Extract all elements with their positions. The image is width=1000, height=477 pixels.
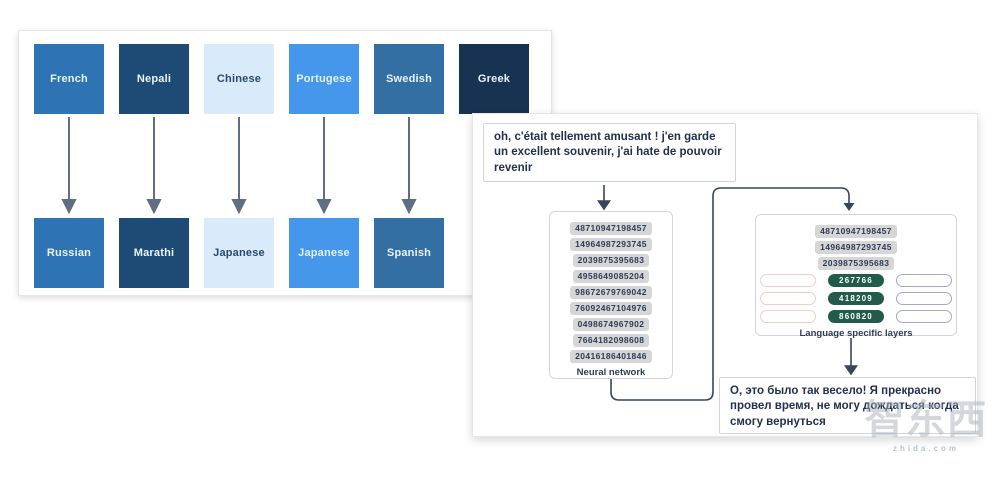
language-layers-box: 48710947198457 14964987293745 2039875395… — [755, 214, 957, 339]
inactive-layer-pill-right — [896, 309, 952, 323]
lang-label: French — [50, 73, 88, 85]
embedding-value: 98672679769042 — [570, 285, 652, 299]
embedding-value: 7664182098608 — [572, 333, 650, 347]
lang-box-greek: Greek — [459, 44, 529, 114]
inactive-layer-pill-right — [896, 291, 952, 305]
inactive-layer-pill-left — [760, 273, 816, 287]
lang-box-french: French — [34, 44, 104, 114]
embedding-value: 0498674967902 — [572, 317, 650, 331]
lang-box-japanese-light: Japanese — [204, 218, 274, 288]
neural-network-box: 48710947198457 14964987293745 2039875395… — [549, 211, 673, 379]
active-layer-pill: 860820 — [828, 309, 884, 323]
lang-box-swedish: Swedish — [374, 44, 444, 114]
watermark: 智东西 zhida.com — [852, 398, 1000, 453]
lang-label: Greek — [477, 73, 511, 85]
watermark-site: zhida.com — [892, 444, 960, 453]
layer-row: 860820 — [756, 309, 956, 323]
lang-box-chinese: Chinese — [204, 44, 274, 114]
lang-label: Chinese — [216, 73, 262, 85]
embedding-value: 48710947198457 — [570, 221, 652, 235]
source-text-bubble: oh, c'était tellement amusant ! j'en gar… — [483, 123, 736, 182]
lang-label: Portugese — [296, 73, 352, 85]
lang-box-spanish: Spanish — [374, 218, 444, 288]
lang-label: Nepali — [136, 73, 172, 85]
lang-label: Marathi — [133, 247, 175, 259]
translated-text-bubble: О, это было так весело! Я прекрасно пров… — [719, 377, 976, 434]
lang-box-nepali: Nepali — [119, 44, 189, 114]
lang-label: Russian — [46, 247, 92, 259]
watermark-logo: 智东西 — [864, 397, 988, 443]
embedding-value: 48710947198457 — [815, 224, 897, 238]
lang-label: Japanese — [298, 247, 350, 259]
lang-box-portugese: Portugese — [289, 44, 359, 114]
layer-row: 418209 — [756, 291, 956, 305]
lang-label: Spanish — [386, 247, 432, 259]
inactive-layer-pill-right — [896, 273, 952, 287]
inactive-layer-pill-left — [760, 291, 816, 305]
language-layers-label: Language specific layers — [799, 328, 913, 339]
lang-label: Japanese — [213, 247, 265, 259]
translation-flow-panel: oh, c'était tellement amusant ! j'en gar… — [472, 113, 978, 437]
neural-network-label: Neural network — [576, 367, 646, 378]
embedding-value: 14964987293745 — [570, 237, 652, 251]
embedding-value: 20416186401846 — [570, 349, 652, 363]
active-layer-pill: 418209 — [828, 291, 884, 305]
active-layer-pill: 267766 — [828, 273, 884, 287]
lang-label: Swedish — [385, 73, 433, 85]
embedding-value: 14964987293745 — [815, 240, 897, 254]
lang-box-marathi: Marathi — [119, 218, 189, 288]
translated-text: О, это было так весело! Я прекрасно пров… — [730, 385, 959, 428]
lang-box-japanese-blue: Japanese — [289, 218, 359, 288]
embedding-value: 4958649085204 — [572, 269, 650, 283]
embedding-value: 2039875395683 — [817, 256, 895, 270]
source-text: oh, c'était tellement amusant ! j'en gar… — [494, 131, 722, 174]
layer-row: 267766 — [756, 273, 956, 287]
language-pairs-panel: French Nepali Chinese Portugese Swedish … — [18, 30, 552, 296]
inactive-layer-pill-left — [760, 309, 816, 323]
lang-box-russian: Russian — [34, 218, 104, 288]
embedding-value: 2039875395683 — [572, 253, 650, 267]
embedding-value: 76092467104976 — [570, 301, 652, 315]
